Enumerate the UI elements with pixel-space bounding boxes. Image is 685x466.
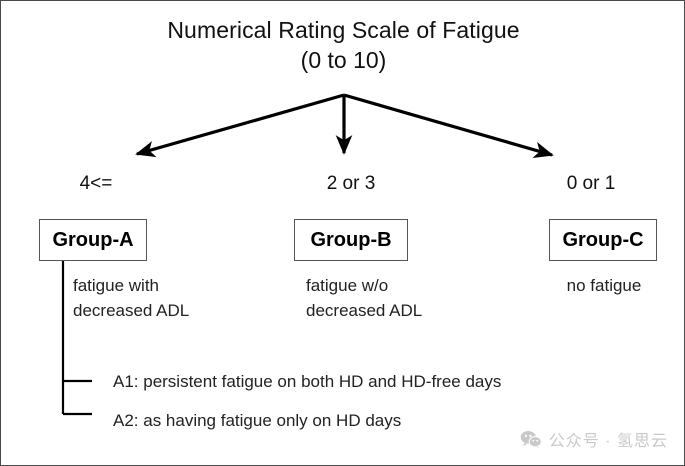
group-description-b: fatigue w/o decreased ADL <box>306 276 423 320</box>
wechat-icon <box>520 430 542 449</box>
watermark-text: 公众号 · 氢思云 <box>548 433 668 450</box>
group-description-c: no fatigue <box>566 276 642 295</box>
subitem-a2: A2: as having fatigue only on HD days <box>113 411 402 430</box>
group-description-a: fatigue with decreased ADL <box>73 276 190 320</box>
title-line-1: Numerical Rating Scale of Fatigue <box>167 17 520 43</box>
subitem-a1: A1: persistent fatigue on both HD and HD… <box>113 372 502 391</box>
arrow-to-group-a <box>135 93 345 158</box>
group-box-a: Group-A <box>39 219 147 261</box>
title-line-2: (0 to 10) <box>300 47 387 73</box>
group-box-c: Group-C <box>549 219 657 261</box>
page-title: Numerical Rating Scale of Fatigue (0 to … <box>1 15 684 75</box>
branch-value-group-b: 2 or 3 <box>326 173 376 194</box>
branch-value-group-a: 4<= <box>79 173 113 194</box>
watermark: 公众号 · 氢思云 <box>520 427 668 451</box>
branch-value-group-c: 0 or 1 <box>566 173 616 194</box>
group-box-b: Group-B <box>294 219 408 261</box>
arrow-to-group-c <box>343 93 554 159</box>
